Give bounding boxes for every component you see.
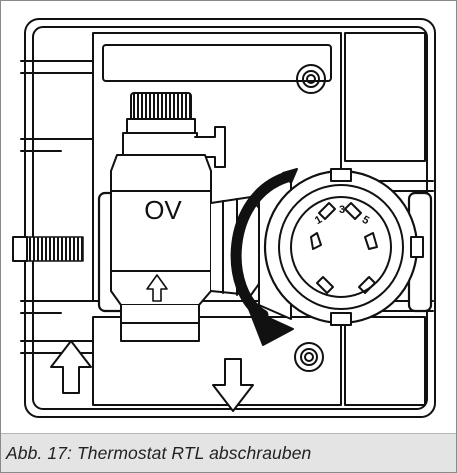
small-up-arrow-icon [146,274,168,302]
flow-up-arrow-icon [50,340,92,394]
figure-caption-text: Abb. 17: Thermostat RTL abschrauben [6,442,312,463]
flow-down-arrow-icon [212,358,254,412]
unscrew-arrow-icon [230,168,298,346]
dial-number-1: 1 [313,214,324,227]
valve-body [110,92,262,342]
dial-number-3: 3 [339,204,345,216]
thermostat-head [258,168,424,326]
thermostat-illustration: OV 1 3 5 [12,18,436,418]
dial-number-5: 5 [360,214,371,227]
valve-label: OV [144,195,182,225]
figure-caption: Abb. 17: Thermostat RTL abschrauben [1,433,456,472]
